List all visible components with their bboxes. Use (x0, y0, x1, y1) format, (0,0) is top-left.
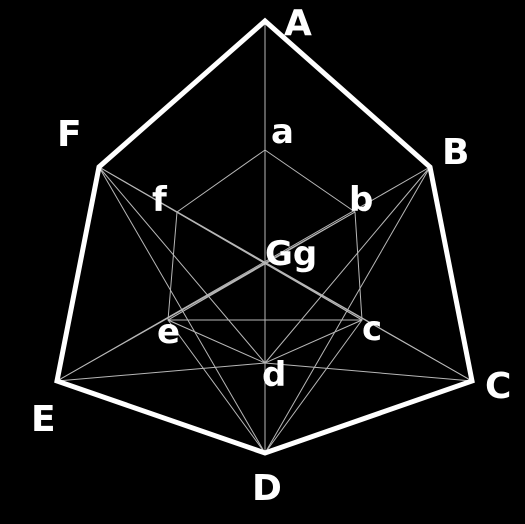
connector-lines (56, 21, 473, 454)
label-center-Gg: Gg (265, 234, 317, 274)
label-f: f (152, 180, 168, 220)
line-E-G (56, 262, 266, 382)
outer-polygon (54, 17, 475, 456)
line-c-D (264, 319, 363, 454)
label-d: d (262, 355, 286, 395)
line-C-G (264, 262, 473, 382)
line-e-D (167, 319, 266, 454)
label-F: F (57, 114, 82, 155)
line-b-e (167, 211, 356, 321)
label-b: b (349, 180, 373, 220)
label-e: e (157, 312, 180, 352)
line-F-d (98, 166, 266, 364)
label-E: E (31, 399, 56, 440)
label-a: a (271, 112, 294, 152)
label-C: C (485, 366, 511, 407)
label-A: A (284, 3, 312, 44)
label-B: B (442, 132, 469, 173)
label-c: c (362, 309, 382, 349)
line-E-d (56, 362, 266, 382)
line-C-d (264, 362, 473, 382)
line-B-d (264, 166, 431, 364)
label-D: D (252, 468, 282, 509)
